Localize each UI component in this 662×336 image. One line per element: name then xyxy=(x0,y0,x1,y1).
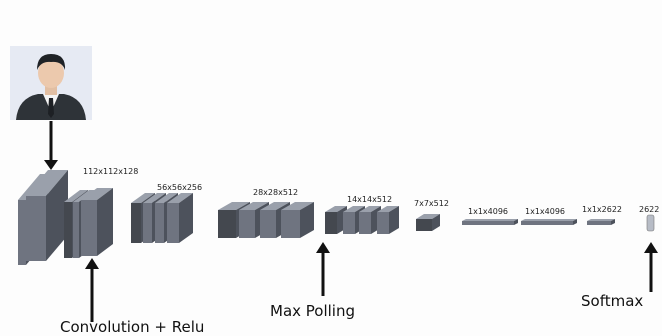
layer-dims-label: 112x112x128 xyxy=(83,167,139,176)
conv-block-5-slab xyxy=(377,206,399,234)
layer-dims-label: 1x1x4096 xyxy=(468,207,509,216)
pool-block-slab xyxy=(416,214,440,231)
conv-block-4-slab xyxy=(281,202,314,238)
input-arrow-head xyxy=(44,160,58,170)
conv-block-1-slab xyxy=(26,170,68,261)
person-avatar-icon xyxy=(10,46,92,120)
fc-4096-slab xyxy=(462,219,518,225)
softmax-output-block xyxy=(646,214,655,232)
layer-dims-label: 14x14x512 xyxy=(347,195,393,204)
pool-arrow-head xyxy=(316,242,330,253)
fc-4096-slab xyxy=(521,219,577,225)
softmax-caption: Softmax xyxy=(581,292,644,310)
softmax-arrow-head xyxy=(644,242,658,253)
conv-arrow-head xyxy=(85,258,99,269)
fc-2622-slab xyxy=(587,219,615,225)
layer-dims-label: 7x7x512 xyxy=(414,199,449,208)
layer-dims-label: 28x28x512 xyxy=(253,188,299,197)
conv-block-3-slab xyxy=(167,193,193,243)
layer-dims-label: 1x1x2622 xyxy=(582,205,623,214)
layer-dims-label: 56x56x256 xyxy=(157,183,203,192)
input-face-image xyxy=(10,46,92,120)
layer-dims-label: 2622 xyxy=(639,205,660,214)
layer-dims-label: 1x1x4096 xyxy=(525,207,566,216)
conv-block-2-slab xyxy=(81,188,113,256)
conv-caption: Convolution + Relu xyxy=(60,318,205,336)
pool-caption: Max Polling xyxy=(270,302,355,320)
